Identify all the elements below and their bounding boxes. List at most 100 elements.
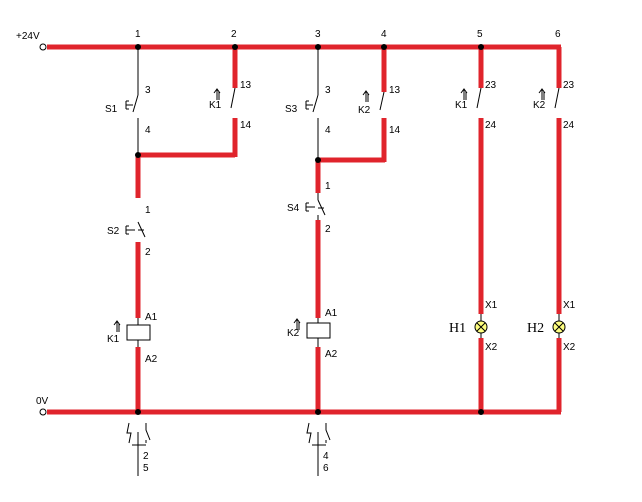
- relay-arrow-icon: [538, 88, 546, 100]
- k2-23-top: 23: [563, 80, 575, 91]
- s1-bottom: 4: [145, 125, 151, 136]
- s2-top: 1: [145, 205, 151, 216]
- h2-name: H2: [527, 321, 544, 336]
- junction-dot: [478, 409, 484, 415]
- column-number-4: 4: [381, 29, 387, 40]
- wires: [47, 44, 562, 415]
- lamp-h1: H1 X1 X2: [449, 300, 498, 353]
- contact-k2-23-24: K2 23 24: [533, 80, 575, 131]
- pushbutton-actuator-icon: [305, 202, 315, 212]
- column-number-2: 2: [231, 29, 237, 40]
- k2-coil-name: K2: [287, 328, 300, 339]
- h1-bottom: X2: [485, 342, 498, 353]
- contact-blade: [132, 94, 139, 113]
- k1-13-top: 13: [240, 80, 252, 91]
- contact-k1-13-14: K1 13 14: [209, 80, 252, 131]
- k2-13-name: K2: [358, 105, 371, 116]
- h2-top: X1: [563, 300, 576, 311]
- k1-23-name: K1: [455, 100, 468, 111]
- switch-s3: S3 3 4: [285, 85, 331, 136]
- k2-coil-top: A1: [325, 308, 338, 319]
- s4-bottom: 2: [325, 224, 331, 235]
- s2-bottom: 2: [145, 247, 151, 258]
- coil-body: [126, 324, 151, 341]
- s2-name: S2: [107, 226, 120, 237]
- lamp-cross: [554, 322, 564, 332]
- h1-name: H1: [449, 321, 466, 336]
- junction-dot: [135, 409, 141, 415]
- junction-dot: [315, 44, 321, 50]
- coil-body: [306, 322, 331, 339]
- h2-bottom: X2: [563, 342, 576, 353]
- switch-s4: S4 1 2: [287, 181, 331, 235]
- junction-dot: [135, 44, 141, 50]
- no-contact-icon: [325, 423, 331, 443]
- coil-k1: K1 A1 A2: [107, 312, 158, 365]
- s3-top: 3: [325, 85, 331, 96]
- contact-k2-13-14: K2 13 14: [358, 85, 401, 136]
- contact-blade: [379, 91, 385, 111]
- junction-dot: [135, 152, 141, 158]
- k2-13-top: 13: [389, 85, 401, 96]
- relay-arrow-icon: [293, 318, 301, 330]
- zero-v-terminal: [39, 408, 47, 416]
- column-number-1: 1: [135, 29, 141, 40]
- k2-xref-first: 4: [323, 451, 329, 462]
- plus-24v-terminal: [39, 43, 47, 51]
- column-number-3: 3: [315, 29, 321, 40]
- relay-arrow-icon: [113, 320, 121, 332]
- s3-bottom: 4: [325, 125, 331, 136]
- k2-23-name: K2: [533, 100, 546, 111]
- k1-23-bottom: 24: [485, 120, 497, 131]
- contact-k1-23-24: K1 23 24: [455, 80, 497, 131]
- cross-reference-k2: 4 6: [306, 422, 331, 476]
- plus-24v-label: +24V: [16, 31, 40, 42]
- k1-13-name: K1: [209, 100, 222, 111]
- junctions: [135, 44, 484, 415]
- junction-dot: [478, 44, 484, 50]
- switch-s2: S2 1 2: [107, 205, 151, 258]
- k2-13-bottom: 14: [389, 125, 401, 136]
- s4-top: 1: [325, 181, 331, 192]
- k2-coil-bottom: A2: [325, 349, 338, 360]
- k1-13-bottom: 14: [240, 120, 252, 131]
- k1-coil-bottom: A2: [145, 354, 158, 365]
- junction-dot: [232, 44, 238, 50]
- no-contact-icon: [145, 423, 151, 443]
- k1-coil-name: K1: [107, 334, 120, 345]
- nc-contact-icon: [306, 422, 312, 444]
- k1-xref-second: 5: [143, 463, 149, 474]
- s3-name: S3: [285, 104, 298, 115]
- switch-s1: S1 3 4: [105, 85, 151, 136]
- s1-name: S1: [105, 104, 118, 115]
- pushbutton-actuator-icon: [125, 225, 135, 235]
- junction-dot: [381, 44, 387, 50]
- k1-23-top: 23: [485, 80, 497, 91]
- column-number-6: 6: [555, 29, 561, 40]
- s1-top: 3: [145, 85, 151, 96]
- contact-blade: [312, 94, 319, 113]
- k2-23-bottom: 24: [563, 120, 575, 131]
- k1-coil-top: A1: [145, 312, 158, 323]
- column-number-5: 5: [477, 29, 483, 40]
- contact-blade: [230, 87, 236, 109]
- coil-k2: K2 A1 A2: [287, 308, 338, 360]
- relay-arrow-icon: [213, 88, 221, 100]
- pushbutton-actuator-icon: [305, 100, 313, 110]
- lamp-h2: H2 X1 X2: [527, 300, 576, 353]
- contact-blade: [554, 87, 560, 109]
- relay-arrow-icon: [460, 88, 468, 100]
- k1-xref-first: 2: [143, 451, 149, 462]
- contact-blade: [476, 87, 482, 109]
- nc-contact-icon: [126, 422, 132, 444]
- s4-name: S4: [287, 203, 300, 214]
- h1-top: X1: [485, 300, 498, 311]
- junction-dot: [315, 157, 321, 163]
- relay-arrow-icon: [362, 90, 370, 102]
- pushbutton-actuator-icon: [125, 100, 133, 110]
- zero-v-label: 0V: [36, 396, 49, 407]
- lamp-cross: [476, 322, 486, 332]
- black-leads: [137, 47, 319, 160]
